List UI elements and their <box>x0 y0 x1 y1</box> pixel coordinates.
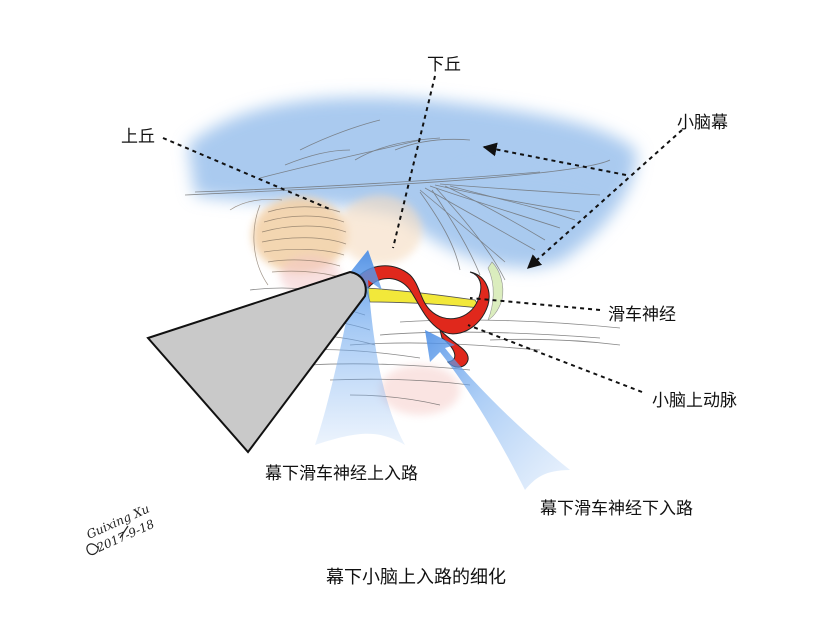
figure-caption: 幕下小脑上入路的细化 <box>326 567 506 588</box>
leader-tentorium-2 <box>526 129 683 269</box>
leader-tentorium-1 <box>482 142 627 176</box>
lower-route-arrow <box>425 330 570 490</box>
tentorium-lines <box>184 119 611 281</box>
upper-route-arrow <box>315 250 405 445</box>
leader-lines <box>162 75 683 393</box>
tentorial-edge-structure <box>487 261 504 321</box>
label-lower-route: 幕下滑车神经下入路 <box>540 499 693 519</box>
colliculus-shading <box>252 195 460 415</box>
colliculus-hatching <box>229 198 347 286</box>
brain-retractor <box>146 270 367 454</box>
leader-superior-colliculus <box>162 137 333 211</box>
leader-inferior-colliculus <box>392 75 436 249</box>
signature-scribble <box>86 525 129 556</box>
leader-artery <box>467 324 643 393</box>
tentorium-shading <box>188 97 637 270</box>
label-superior-cerebellar-artery: 小脑上动脉 <box>652 391 737 411</box>
label-trochlear-nerve: 滑车神经 <box>608 305 676 325</box>
label-superior-colliculus: 上丘 <box>121 127 155 147</box>
label-tentorium: 小脑幕 <box>677 113 728 133</box>
label-upper-route: 幕下滑车神经上入路 <box>265 464 418 484</box>
label-inferior-colliculus: 下丘 <box>427 55 461 75</box>
leader-trochlear-nerve <box>469 297 601 311</box>
